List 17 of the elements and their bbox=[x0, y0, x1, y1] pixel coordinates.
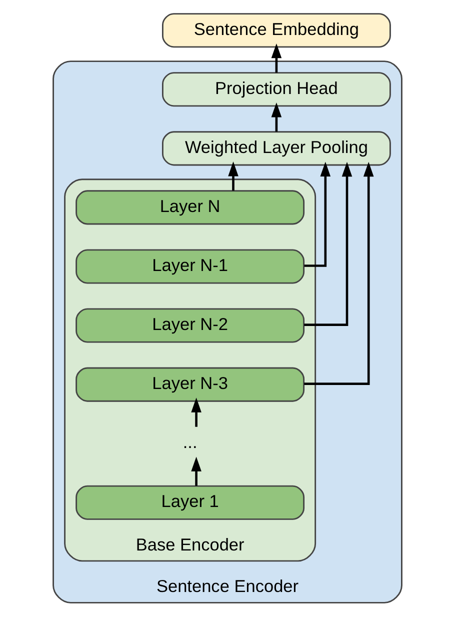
arrow bbox=[270, 102, 282, 132]
node-box: Layer N-1 bbox=[75, 249, 304, 284]
arrow bbox=[270, 43, 282, 73]
arrow bbox=[190, 456, 201, 486]
node-box: Sentence Embedding bbox=[161, 13, 390, 48]
arrow bbox=[228, 162, 238, 191]
node-text: ... bbox=[182, 432, 197, 452]
node-box: Layer N-2 bbox=[75, 308, 304, 343]
arrow bbox=[190, 398, 201, 427]
arrow bbox=[304, 162, 374, 385]
node-box: Layer N bbox=[75, 190, 304, 225]
node-box: Layer N-3 bbox=[75, 367, 304, 402]
node-box: Projection Head bbox=[161, 72, 390, 107]
arrow bbox=[304, 162, 330, 267]
arrow bbox=[304, 162, 352, 326]
node-box: Layer 1 bbox=[75, 485, 304, 520]
node-box: Weighted Layer Pooling bbox=[161, 131, 390, 166]
